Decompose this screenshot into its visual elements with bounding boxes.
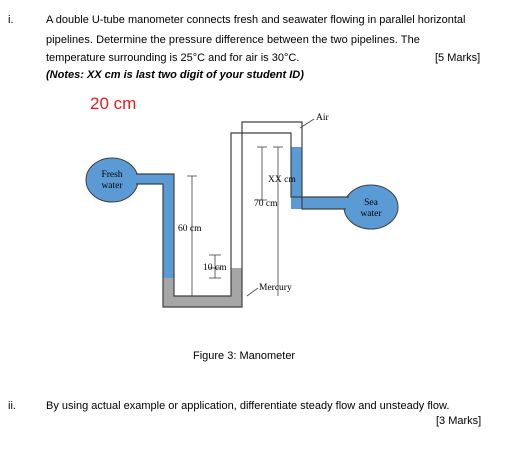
dim-70-label: 70 cm	[254, 199, 278, 209]
notes-text: (Notes: XX cm is last two digit of your …	[46, 69, 304, 81]
question-line-2: pipelines. Determine the pressure differ…	[46, 34, 420, 46]
sea-water-connector	[291, 197, 349, 209]
left-tube-mercury-right	[231, 268, 242, 307]
inverted-u-air	[231, 122, 302, 133]
dim-10-label: 10 cm	[203, 263, 227, 273]
sea-water-label-line2: water	[360, 209, 382, 219]
answer-text: 20 cm	[90, 94, 137, 113]
marks-label: [5 Marks]	[435, 52, 481, 64]
question-line-3: temperature surrounding is 25°C and for …	[46, 52, 300, 64]
figure-caption: Figure 3: Manometer	[193, 350, 296, 362]
left-tube-water	[163, 174, 174, 278]
question-number-i: i.	[8, 14, 14, 26]
question-line-1: A double U-tube manometer connects fresh…	[46, 14, 466, 26]
dim-60-label: 60 cm	[178, 224, 202, 234]
question-number-ii: ii.	[8, 400, 16, 412]
fresh-water-connector	[136, 174, 174, 184]
air-label: Air	[316, 113, 330, 123]
right-leg-water	[291, 147, 302, 205]
sea-water-label-line1: Sea	[364, 198, 379, 208]
question-ii-marks: [3 Marks]	[436, 415, 482, 427]
fresh-water-pipe	[85, 157, 139, 203]
xx-cm-label: XX cm	[268, 175, 296, 185]
left-tube-mercury-left	[163, 278, 174, 307]
left-tube-mercury-bottom	[163, 296, 242, 307]
tube-outline	[136, 121, 349, 308]
mercury-label: Mercury	[259, 283, 292, 293]
question-ii-text: By using actual example or application, …	[46, 400, 450, 412]
fresh-water-label-line2: water	[101, 181, 123, 191]
fresh-water-label-line1: Fresh	[101, 170, 122, 180]
dimension-lines	[187, 118, 315, 297]
